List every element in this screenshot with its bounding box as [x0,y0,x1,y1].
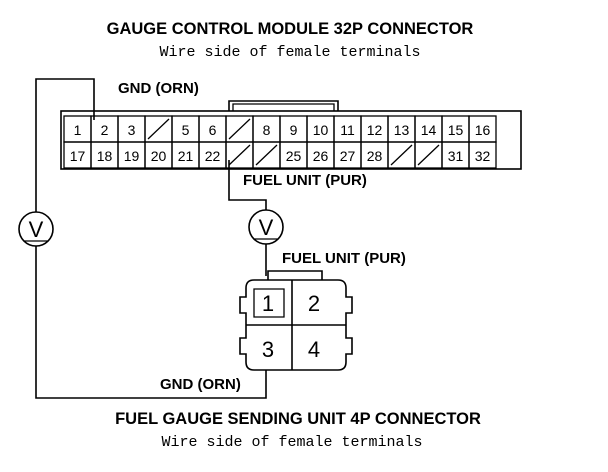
sender-pin-3: 3 [262,337,274,362]
sender-pin-4: 4 [308,337,320,362]
pin-label: 5 [182,122,190,138]
voltmeter-left-symbol: V [29,217,44,242]
unused-pin-slash [390,144,413,166]
fuel-wire-from-pin22 [228,160,267,210]
unused-pin-slash [228,144,251,166]
voltmeter-right: V [248,209,284,245]
pin-label: 10 [313,122,329,138]
fuel-wire-label-top: FUEL UNIT (PUR) [243,172,367,189]
gnd-wire-left [35,78,95,212]
pin-label: 21 [178,148,194,164]
pin-label: 18 [97,148,113,164]
pin-label: 31 [448,148,464,164]
top-connector-title: GAUGE CONTROL MODULE 32P CONNECTOR [107,20,474,38]
pin-label: 14 [421,122,437,138]
bottom-connector-title: FUEL GAUGE SENDING UNIT 4P CONNECTOR [115,410,481,428]
pin-label: 25 [286,148,302,164]
gnd-wire-label-bottom: GND (ORN) [160,376,241,393]
pin-cell-32 [468,141,497,169]
pin-label: 2 [101,122,109,138]
pin-label: 26 [313,148,329,164]
pin-label: 9 [290,122,298,138]
pin-label: 8 [263,122,271,138]
pin-label: 19 [124,148,140,164]
unused-pin-slash [228,118,251,140]
bottom-connector-subtitle: Wire side of female terminals [161,434,422,451]
unused-pin-slash [147,118,170,140]
pin-label: 32 [475,148,491,164]
sender-4p-connector: 1 2 3 4 [239,270,353,378]
pin-label: 12 [367,122,383,138]
pin-label: 3 [128,122,136,138]
pin-label: 28 [367,148,383,164]
pin-label: 17 [70,148,86,164]
pin-label: 16 [475,122,491,138]
voltmeter-right-symbol: V [259,215,274,240]
sender-pin-1: 1 [262,291,274,316]
sender-pin-2: 2 [308,291,320,316]
top-connector-subtitle: Wire side of female terminals [159,44,420,61]
pin-label: 1 [74,122,82,138]
pin-label: 22 [205,148,221,164]
pin-label: 27 [340,148,356,164]
pin-label: 20 [151,148,167,164]
pin-label: 11 [340,122,355,138]
fuel-wire-label-bottom: FUEL UNIT (PUR) [282,250,406,267]
pin-label: 15 [448,122,464,138]
voltmeter-left: V [18,211,54,247]
unused-pin-slash [255,144,278,166]
gnd-wire-label-top: GND (ORN) [118,80,199,97]
unused-pin-slash [417,144,440,166]
gnd-wire-left-lower [35,246,267,399]
pin-label: 6 [209,122,217,138]
pin-label: 13 [394,122,410,138]
